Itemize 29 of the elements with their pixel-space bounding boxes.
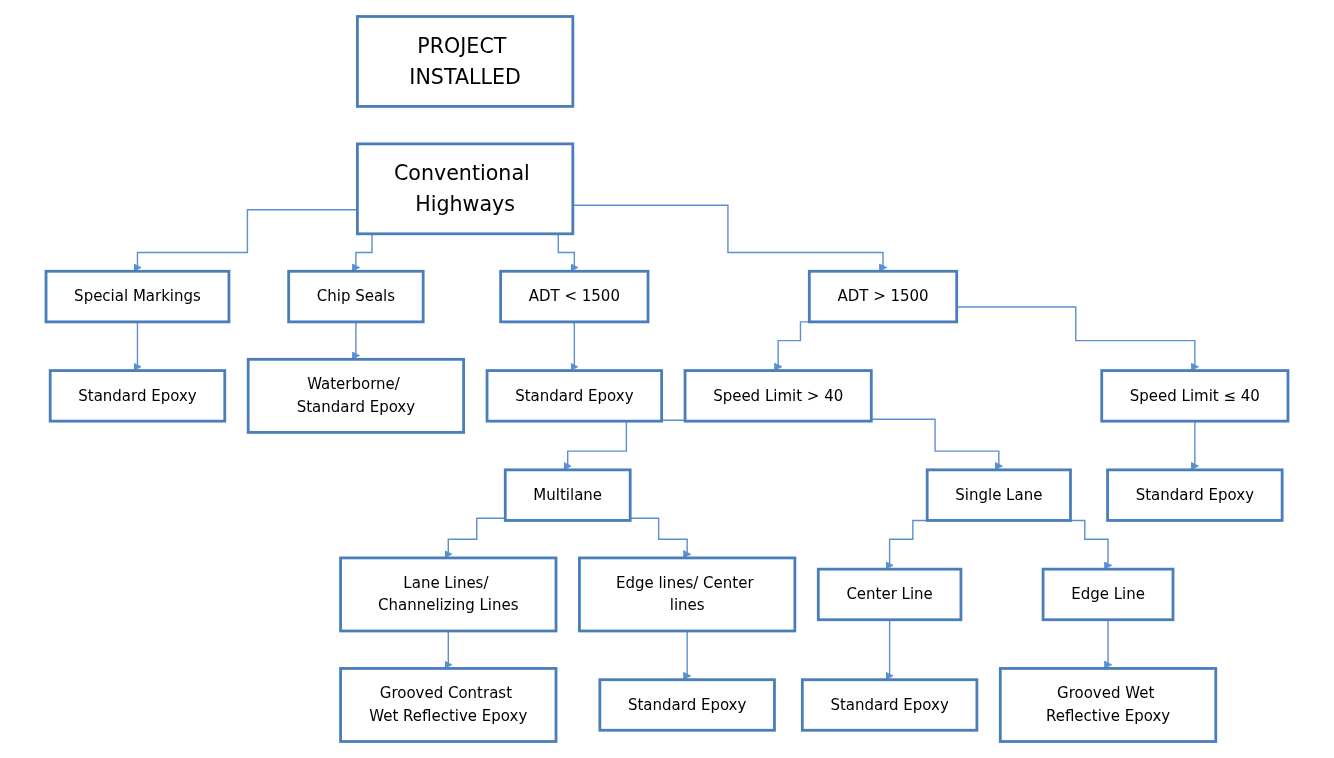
arrow bbox=[133, 321, 142, 371]
node-box: Standard Epoxy bbox=[598, 678, 776, 732]
node-box: Standard Epoxy bbox=[800, 678, 979, 732]
arrow bbox=[572, 204, 888, 272]
node-box: Multilane bbox=[503, 468, 632, 522]
node-box: Lane Lines/ Channelizing Lines bbox=[339, 556, 558, 633]
node-box: Standard Epoxy bbox=[485, 369, 664, 423]
node-box: Speed Limit ≤ 40 bbox=[1100, 369, 1290, 423]
node-box: Special Markings bbox=[44, 269, 231, 324]
node-box: Edge lines/ Center lines bbox=[578, 556, 797, 633]
node-box: PROJECT INSTALLED bbox=[356, 15, 575, 108]
node-box: ADT < 1500 bbox=[499, 269, 650, 324]
node-box: Waterborne/ Standard Epoxy bbox=[246, 357, 466, 434]
arrow bbox=[1103, 619, 1113, 669]
node-box: Center Line bbox=[816, 567, 963, 622]
arrow bbox=[956, 306, 1199, 371]
node-box: Edge Line bbox=[1041, 567, 1175, 622]
node-box: Standard Epoxy bbox=[48, 369, 227, 423]
node-box: Grooved Wet Reflective Epoxy bbox=[998, 667, 1218, 743]
node-box: Single Lane bbox=[925, 468, 1072, 522]
node-box: Conventional Highways bbox=[356, 142, 575, 236]
arrow bbox=[351, 321, 361, 360]
node-box: Speed Limit > 40 bbox=[683, 369, 873, 423]
node-box: ADT > 1500 bbox=[807, 269, 959, 324]
arrow bbox=[444, 630, 453, 669]
node-box: Chip Seals bbox=[287, 269, 425, 324]
node-box: Standard Epoxy bbox=[1106, 468, 1284, 522]
arrow bbox=[570, 321, 579, 371]
node-box: Grooved Contrast Wet Reflective Epoxy bbox=[339, 667, 558, 743]
